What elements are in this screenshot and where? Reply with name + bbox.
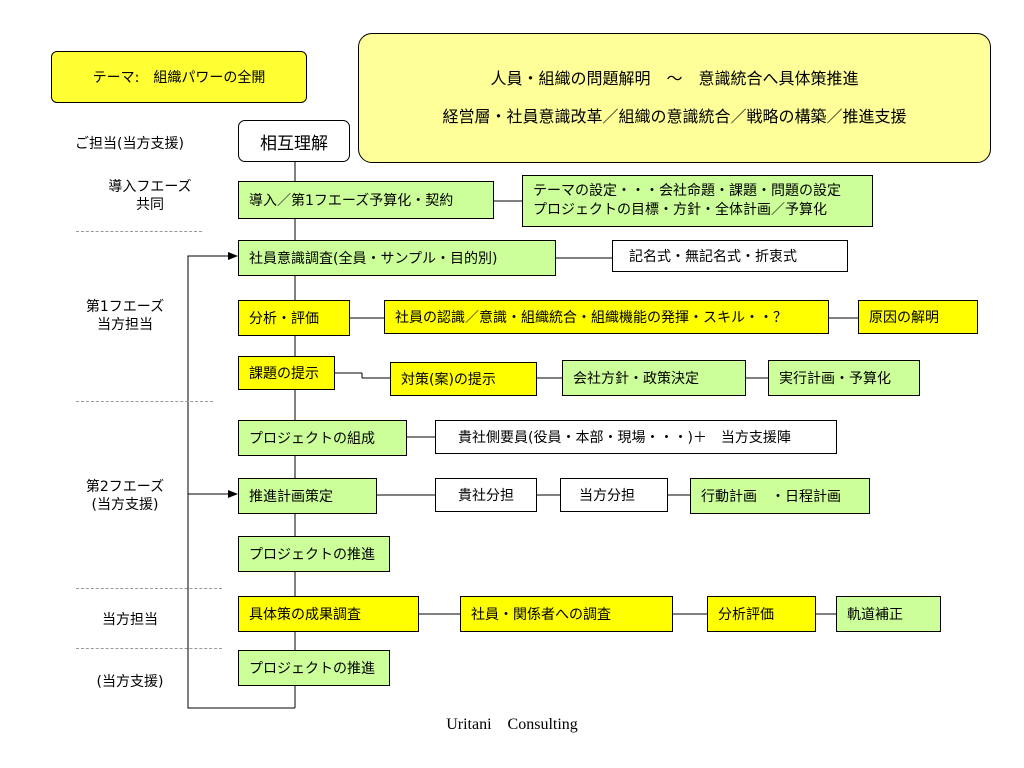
step-analysis-label: 分析・評価	[249, 311, 319, 327]
theme-box: テーマ: 組織パワーの全開	[51, 51, 307, 103]
step-survey-label: 社員意識調査(全員・サンプル・目的別)	[249, 251, 498, 267]
step-stakeholder-survey-label: 社員・関係者への調査	[471, 607, 611, 623]
step-project-promo-label: プロジェクトの推進	[249, 547, 375, 563]
step-plan-budget: 実行計画・予算化	[768, 360, 920, 396]
label-phase1-1: 第1フエーズ	[85, 299, 165, 315]
step-course-correct-label: 軌道補正	[847, 607, 903, 623]
separator-line	[76, 231, 202, 232]
label-phase2-2: (当方支援)	[91, 497, 159, 513]
label-phase2-1: 第2フエーズ	[85, 479, 165, 495]
start-box: 相互理解	[238, 120, 350, 162]
label-phase1: 第1フエーズ 当方担当	[70, 298, 180, 334]
step-our-share-label: 当方分担	[579, 488, 635, 504]
header-line1: 人員・組織の問題解明 ～ 意識統合へ具体策推進	[490, 69, 859, 88]
step-analysis-detail: 社員の認識／意識・組織統合・組織機能の発揮・スキル・・？	[384, 300, 829, 334]
label-intro-phase-1: 導入フエーズ	[108, 179, 192, 195]
header-box: 人員・組織の問題解明 ～ 意識統合へ具体策推進 経営層・社員意識改革／組織の意識…	[358, 33, 991, 163]
label-support-top: ご担当(当方支援)	[75, 136, 184, 152]
step-survey-detail: 記名式・無記名式・折衷式	[612, 240, 848, 272]
step-intro-detail: テーマの設定・・・会社命題・課題・問題の設定 プロジェクトの目標・方針・全体計画…	[522, 175, 873, 227]
separator-line	[76, 588, 222, 589]
step-project-promo-2: プロジェクトの推進	[238, 650, 390, 686]
step-issue: 課題の提示	[238, 356, 335, 390]
step-analysis-eval: 分析評価	[707, 596, 816, 632]
step-action-plan: 行動計画 ・日程計画	[690, 478, 870, 514]
step-survey: 社員意識調査(全員・サンプル・目的別)	[238, 240, 556, 276]
step-policy: 会社方針・政策決定	[562, 360, 746, 396]
separator-line	[76, 401, 213, 402]
step-analysis-cause-label: 原因の解明	[869, 310, 939, 326]
step-project-form-label: プロジェクトの組成	[249, 431, 375, 447]
step-project-form: プロジェクトの組成	[238, 420, 407, 456]
step-issue-label: 課題の提示	[249, 366, 319, 382]
step-survey-detail-label: 記名式・無記名式・折衷式	[629, 249, 797, 265]
step-intro-label: 導入／第1フエーズ予算化・契約	[249, 193, 454, 209]
start-label: 相互理解	[260, 133, 328, 154]
label-phase2: 第2フエーズ (当方支援)	[70, 478, 180, 514]
step-client-share: 貴社分担	[435, 478, 537, 512]
step-analysis-detail-label: 社員の認識／意識・組織統合・組織機能の発揮・スキル・・？	[395, 310, 787, 326]
step-result-survey-label: 具体策の成果調査	[249, 607, 361, 623]
step-policy-label: 会社方針・政策決定	[573, 371, 699, 387]
step-analysis: 分析・評価	[238, 300, 350, 336]
step-course-correct: 軌道補正	[836, 596, 941, 632]
step-measure-label: 対策(案)の提示	[401, 372, 496, 388]
label-phase1-2: 当方担当	[97, 317, 153, 333]
step-project-members: 貴社側要員(役員・本部・現場・・・)＋ 当方支援陣	[435, 420, 837, 454]
step-client-share-label: 貴社分担	[458, 488, 514, 504]
step-action-plan-label: 行動計画 ・日程計画	[701, 489, 841, 505]
step-intro-detail-2: プロジェクトの目標・方針・全体計画／予算化	[533, 202, 827, 218]
step-plan-budget-label: 実行計画・予算化	[779, 371, 891, 387]
step-intro-detail-1: テーマの設定・・・会社命題・課題・問題の設定	[533, 183, 841, 199]
label-intro-phase-2: 共同	[136, 197, 164, 213]
step-promo-plan: 推進計画策定	[238, 478, 377, 514]
step-intro: 導入／第1フエーズ予算化・契約	[238, 181, 494, 219]
step-promo-plan-label: 推進計画策定	[249, 489, 333, 505]
label-intro-phase: 導入フエーズ 共同	[95, 178, 205, 214]
step-stakeholder-survey: 社員・関係者への調査	[460, 596, 673, 632]
theme-label: テーマ: 組織パワーの全開	[92, 70, 266, 86]
step-project-promo-2-label: プロジェクトの推進	[249, 661, 375, 677]
step-result-survey: 具体策の成果調査	[238, 596, 419, 632]
label-ours: 当方担当	[102, 612, 158, 628]
label-support-bottom: (当方支援)	[96, 674, 164, 690]
footer-credit: Uritani Consulting	[446, 716, 578, 733]
step-project-promo: プロジェクトの推進	[238, 536, 390, 572]
separator-line	[76, 648, 222, 649]
step-our-share: 当方分担	[560, 478, 668, 512]
step-project-members-label: 貴社側要員(役員・本部・現場・・・)＋ 当方支援陣	[458, 430, 791, 446]
header-line2: 経営層・社員意識改革／組織の意識統合／戦略の構築／推進支援	[442, 107, 907, 126]
step-analysis-eval-label: 分析評価	[718, 607, 774, 623]
step-analysis-cause: 原因の解明	[858, 300, 978, 334]
step-measure: 対策(案)の提示	[390, 362, 537, 396]
